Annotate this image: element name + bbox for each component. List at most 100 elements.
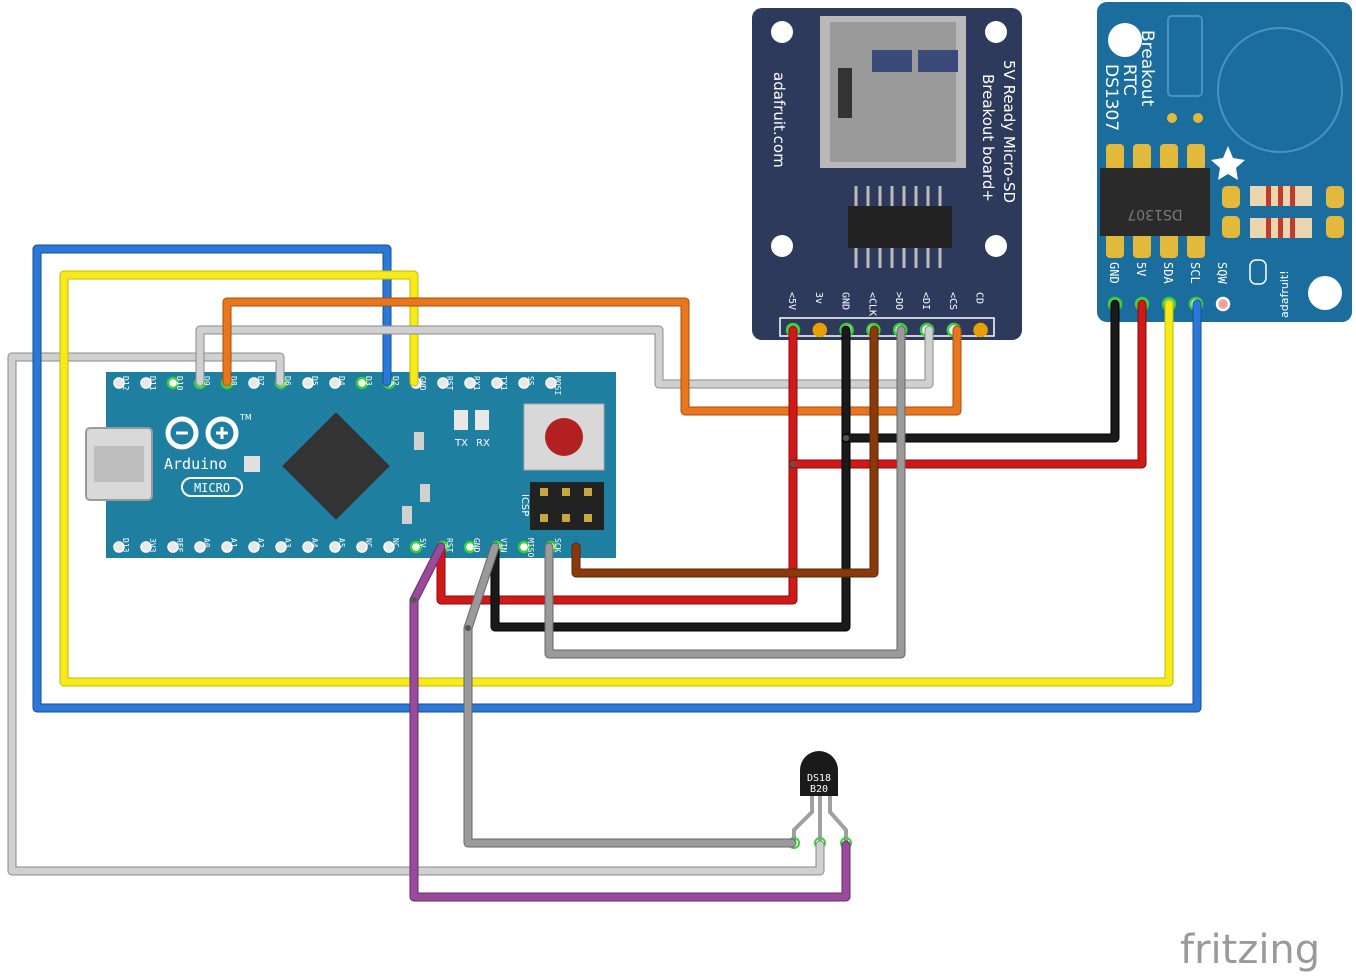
arduino-top-pin-tx1[interactable] xyxy=(491,377,503,389)
fritzing-watermark: fritzing xyxy=(1180,927,1320,973)
arduino-top-pin-label: GND xyxy=(418,376,427,391)
microsd-breakout-board: adafruit.com 5V Ready Micro-SD Breakout … xyxy=(752,8,1022,340)
sd-pin-label: <CLK xyxy=(866,292,877,316)
arduino-top-pin-label: D2 xyxy=(391,376,400,386)
rtc-title-line1: DS1307 xyxy=(1101,64,1121,131)
arduino-bottom-pin-label: VIN xyxy=(499,538,508,553)
rtc-pin-label: SDA xyxy=(1161,262,1175,284)
arduino-top-pin-d7[interactable] xyxy=(248,377,260,389)
arduino-bottom-pin-ref[interactable] xyxy=(167,541,179,553)
arduino-top-pin-d10[interactable] xyxy=(166,376,180,390)
wire-lightgray-data xyxy=(7,352,825,876)
arduino-bottom-pin-a5[interactable] xyxy=(329,541,341,553)
sd-pin-label: <5V xyxy=(786,292,797,310)
wire-brown-clk xyxy=(571,325,879,578)
arduino-top-pin-label: D6 xyxy=(283,376,292,386)
arduino-bottom-pin-nc[interactable] xyxy=(383,541,395,553)
rtc-pin-label: GND xyxy=(1107,262,1121,284)
arduino-top-pin-label: D5 xyxy=(310,376,319,386)
arduino-top-pin-rst[interactable] xyxy=(437,377,449,389)
arduino-top-pin-d12[interactable] xyxy=(113,377,125,389)
arduino-top-pin-label: TX1 xyxy=(499,376,508,391)
wire-gray-di xyxy=(195,325,934,389)
arduino-bottom-pin-nc[interactable] xyxy=(356,541,368,553)
ds18b20-temperature-sensor: DS18 B20 xyxy=(788,751,852,849)
arduino-bottom-pin-label: MISO xyxy=(526,538,535,557)
arduino-bottom-pin-label: 5V xyxy=(418,538,427,548)
arduino-top-pin-label: RST xyxy=(445,376,454,391)
arduino-top-pin-d5[interactable] xyxy=(302,377,314,389)
sensor-label-line2: B20 xyxy=(810,784,828,795)
rtc-title-line2: RTC xyxy=(1119,64,1139,96)
arduino-top-pin-label: SS xyxy=(526,376,535,386)
arduino-bottom-pin-label: A2 xyxy=(256,538,265,548)
arduino-bottom-pin-gnd[interactable] xyxy=(463,540,477,554)
arduino-bottom-pin-miso[interactable] xyxy=(517,540,531,554)
arduino-bottom-pin-a1[interactable] xyxy=(221,541,233,553)
sd-pin-label: GND xyxy=(840,292,851,310)
arduino-bottom-pin-label: A4 xyxy=(310,538,319,548)
arduino-top-pin-d11[interactable] xyxy=(140,377,152,389)
sd-title-line2: Breakout board+ xyxy=(979,74,997,202)
sd-pin-1[interactable] xyxy=(812,322,828,338)
arduino-top-pin-d3[interactable] xyxy=(355,376,369,390)
rtc-pin-label: SCL xyxy=(1188,262,1202,284)
sd-pin-label: <CS xyxy=(947,292,958,310)
wire-junction xyxy=(843,435,849,441)
sd-pin-label: >DO xyxy=(893,292,904,310)
wire-yellow-sda xyxy=(59,270,1174,687)
arduino-bottom-pin-label: REF xyxy=(175,538,184,553)
sd-pin-label: CD xyxy=(974,292,985,304)
arduino-top-pin-label: MOSI xyxy=(553,376,562,395)
arduino-bottom-pin-label: A5 xyxy=(337,538,346,548)
arduino-top-pin-label: D12 xyxy=(121,376,130,391)
rx-label: RX xyxy=(476,438,490,449)
sd-pin-7[interactable] xyxy=(973,322,988,338)
arduino-top-pin-label: D7 xyxy=(256,376,265,386)
rtc-pin-label: SQW xyxy=(1215,262,1229,284)
wire-junction xyxy=(465,625,471,631)
arduino-top-pin-rx1[interactable] xyxy=(464,377,476,389)
arduino-top-pin-d4[interactable] xyxy=(329,377,341,389)
arduino-bottom-pin-label: RST xyxy=(445,538,454,553)
wire-gray-do xyxy=(544,325,906,659)
arduino-top-pin-ss[interactable] xyxy=(518,377,530,389)
rtc-title-line3: Breakout xyxy=(1137,30,1157,107)
adafruit-star-icon xyxy=(1211,146,1245,180)
sd-pin-label: <DI xyxy=(920,292,931,310)
arduino-top-pin-label: RX1 xyxy=(472,376,481,391)
wire-junction xyxy=(790,461,796,467)
arduino-bottom-pin-a2[interactable] xyxy=(248,541,260,553)
arduino-bottom-pin-3v3[interactable] xyxy=(140,541,152,553)
rtc-pin-label: 5V xyxy=(1134,262,1148,276)
reset-button-icon xyxy=(545,418,583,456)
arduino-bottom-pin-label: 3V3 xyxy=(148,538,157,553)
icsp-label: ICSP xyxy=(519,494,530,516)
arduino-bottom-pin-5v[interactable] xyxy=(409,540,423,554)
wire-black-gnd xyxy=(490,299,1120,632)
arduino-bottom-pin-label: SCK xyxy=(553,538,562,553)
microcontroller-chip xyxy=(282,412,390,520)
arduino-bottom-pin-a4[interactable] xyxy=(302,541,314,553)
wire-orange-cs xyxy=(222,297,962,416)
rtc-pin-sqw[interactable] xyxy=(1215,296,1231,312)
rtc-chip-label: DS1307 xyxy=(1127,206,1182,222)
wire-purple-sensor-vdd xyxy=(409,542,851,902)
sd-title-line1: 5V Ready Micro-SD xyxy=(1000,60,1018,203)
arduino-top-pin-label: D11 xyxy=(148,376,157,391)
arduino-bottom-pin-label: GND xyxy=(472,538,481,553)
arduino-top-pin-label: D9 xyxy=(202,376,211,386)
arduino-bottom-pin-a0[interactable] xyxy=(194,541,206,553)
arduino-bottom-pin-a3[interactable] xyxy=(275,541,287,553)
ds1307-chip xyxy=(1100,168,1210,236)
arduino-tm: TM xyxy=(239,413,252,422)
wires xyxy=(7,244,1202,902)
arduino-brand: Arduino xyxy=(164,455,227,473)
arduino-bottom-pin-label: NC xyxy=(364,538,373,548)
arduino-bottom-pin-label: NC xyxy=(391,538,400,548)
arduino-bottom-pin-d13[interactable] xyxy=(113,541,125,553)
arduino-top-pin-mosi[interactable] xyxy=(545,377,557,389)
level-shifter-chip xyxy=(848,206,952,248)
